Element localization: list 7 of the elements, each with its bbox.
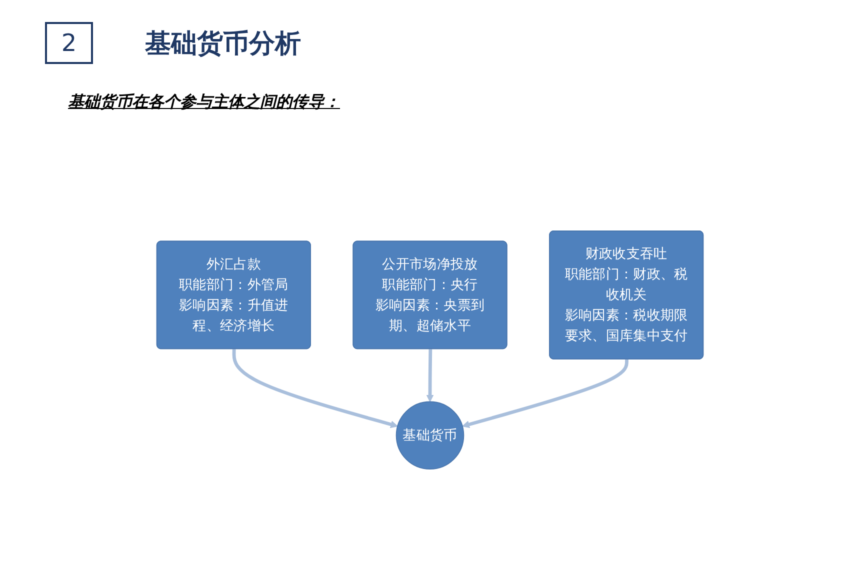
arrow [462,359,628,428]
subtitle: 基础货币在各个参与主体之间的传导： [68,92,340,113]
arrow [232,349,398,428]
title: 基础货币分析 [145,28,301,60]
node-circle: 基础货币 [396,401,464,470]
arrow [426,349,434,402]
section-number: 2 [45,22,93,64]
